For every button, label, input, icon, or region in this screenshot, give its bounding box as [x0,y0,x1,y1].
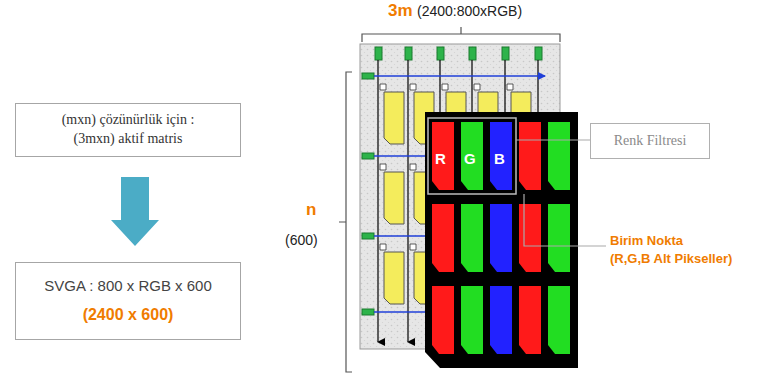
sub-pixel [519,204,541,272]
callout-text: Birim Nokta (R,G,B Alt Pikseller) [610,232,732,267]
tft [410,244,416,250]
info-box: (mxn) çözünürlük için : (3mxn) aktif mat… [15,103,241,157]
sub-pixel [461,204,483,272]
box-highlight: (2400 x 600) [83,304,174,326]
tft [474,84,480,90]
callout-box: Renk Filtresi [590,123,710,159]
column-driver [469,47,476,60]
sub-pixel [461,122,483,190]
column-driver [405,47,412,60]
column-driver [535,47,542,60]
leader-line [524,194,606,246]
sub-pixel [490,204,512,272]
channel-letter: R [435,150,446,167]
tft [380,244,386,250]
sub-pixel [432,204,454,272]
channel-letter: B [494,150,505,167]
row-driver [362,73,374,79]
tft [410,84,416,90]
data-line [407,60,408,342]
tft [380,84,386,90]
row-driver [362,153,374,159]
gate-line [374,75,545,77]
box-text: (mxn) çözünürlük için : (3mxn) aktif mat… [62,111,195,149]
flow-arrow [111,177,159,246]
sub-pixel [548,204,570,272]
column-driver [437,47,444,60]
tft [442,84,448,90]
width-brace [362,27,560,42]
data-line [377,60,378,342]
sub-pixel [432,122,454,190]
row-driver [362,309,374,315]
tft [410,164,416,170]
tft [507,84,513,90]
pixel-electrode [384,252,404,304]
tft [380,164,386,170]
unit-dot-frame [428,118,516,194]
dimension-value: (600) [285,232,318,248]
sub-pixel [548,286,570,354]
sub-pixel [519,122,541,190]
sub-pixel [490,122,512,190]
dimension-value: (2400:800xRGB) [417,3,522,19]
box-text: Renk Filtresi [614,132,687,151]
pixel-electrode [384,172,404,224]
column-driver [502,47,509,60]
height-brace [339,72,352,372]
color-filter-panel [425,112,578,368]
row-driver [362,233,374,239]
info-box: SVGA : 800 x RGB x 600 (2400 x 600) [15,262,241,340]
pixel-electrode [384,92,404,144]
sub-pixel [461,286,483,354]
sub-pixels [432,122,570,354]
column-driver [375,47,382,60]
dimension-label: 3m [388,1,413,21]
sub-pixel [432,286,454,354]
sub-pixel [548,122,570,190]
sub-pixel [490,286,512,354]
leader-line [516,139,590,140]
sub-pixel [519,286,541,354]
dimension-label: n [306,200,316,220]
box-text: SVGA : 800 x RGB x 600 [44,276,212,296]
channel-letter: G [464,150,476,167]
